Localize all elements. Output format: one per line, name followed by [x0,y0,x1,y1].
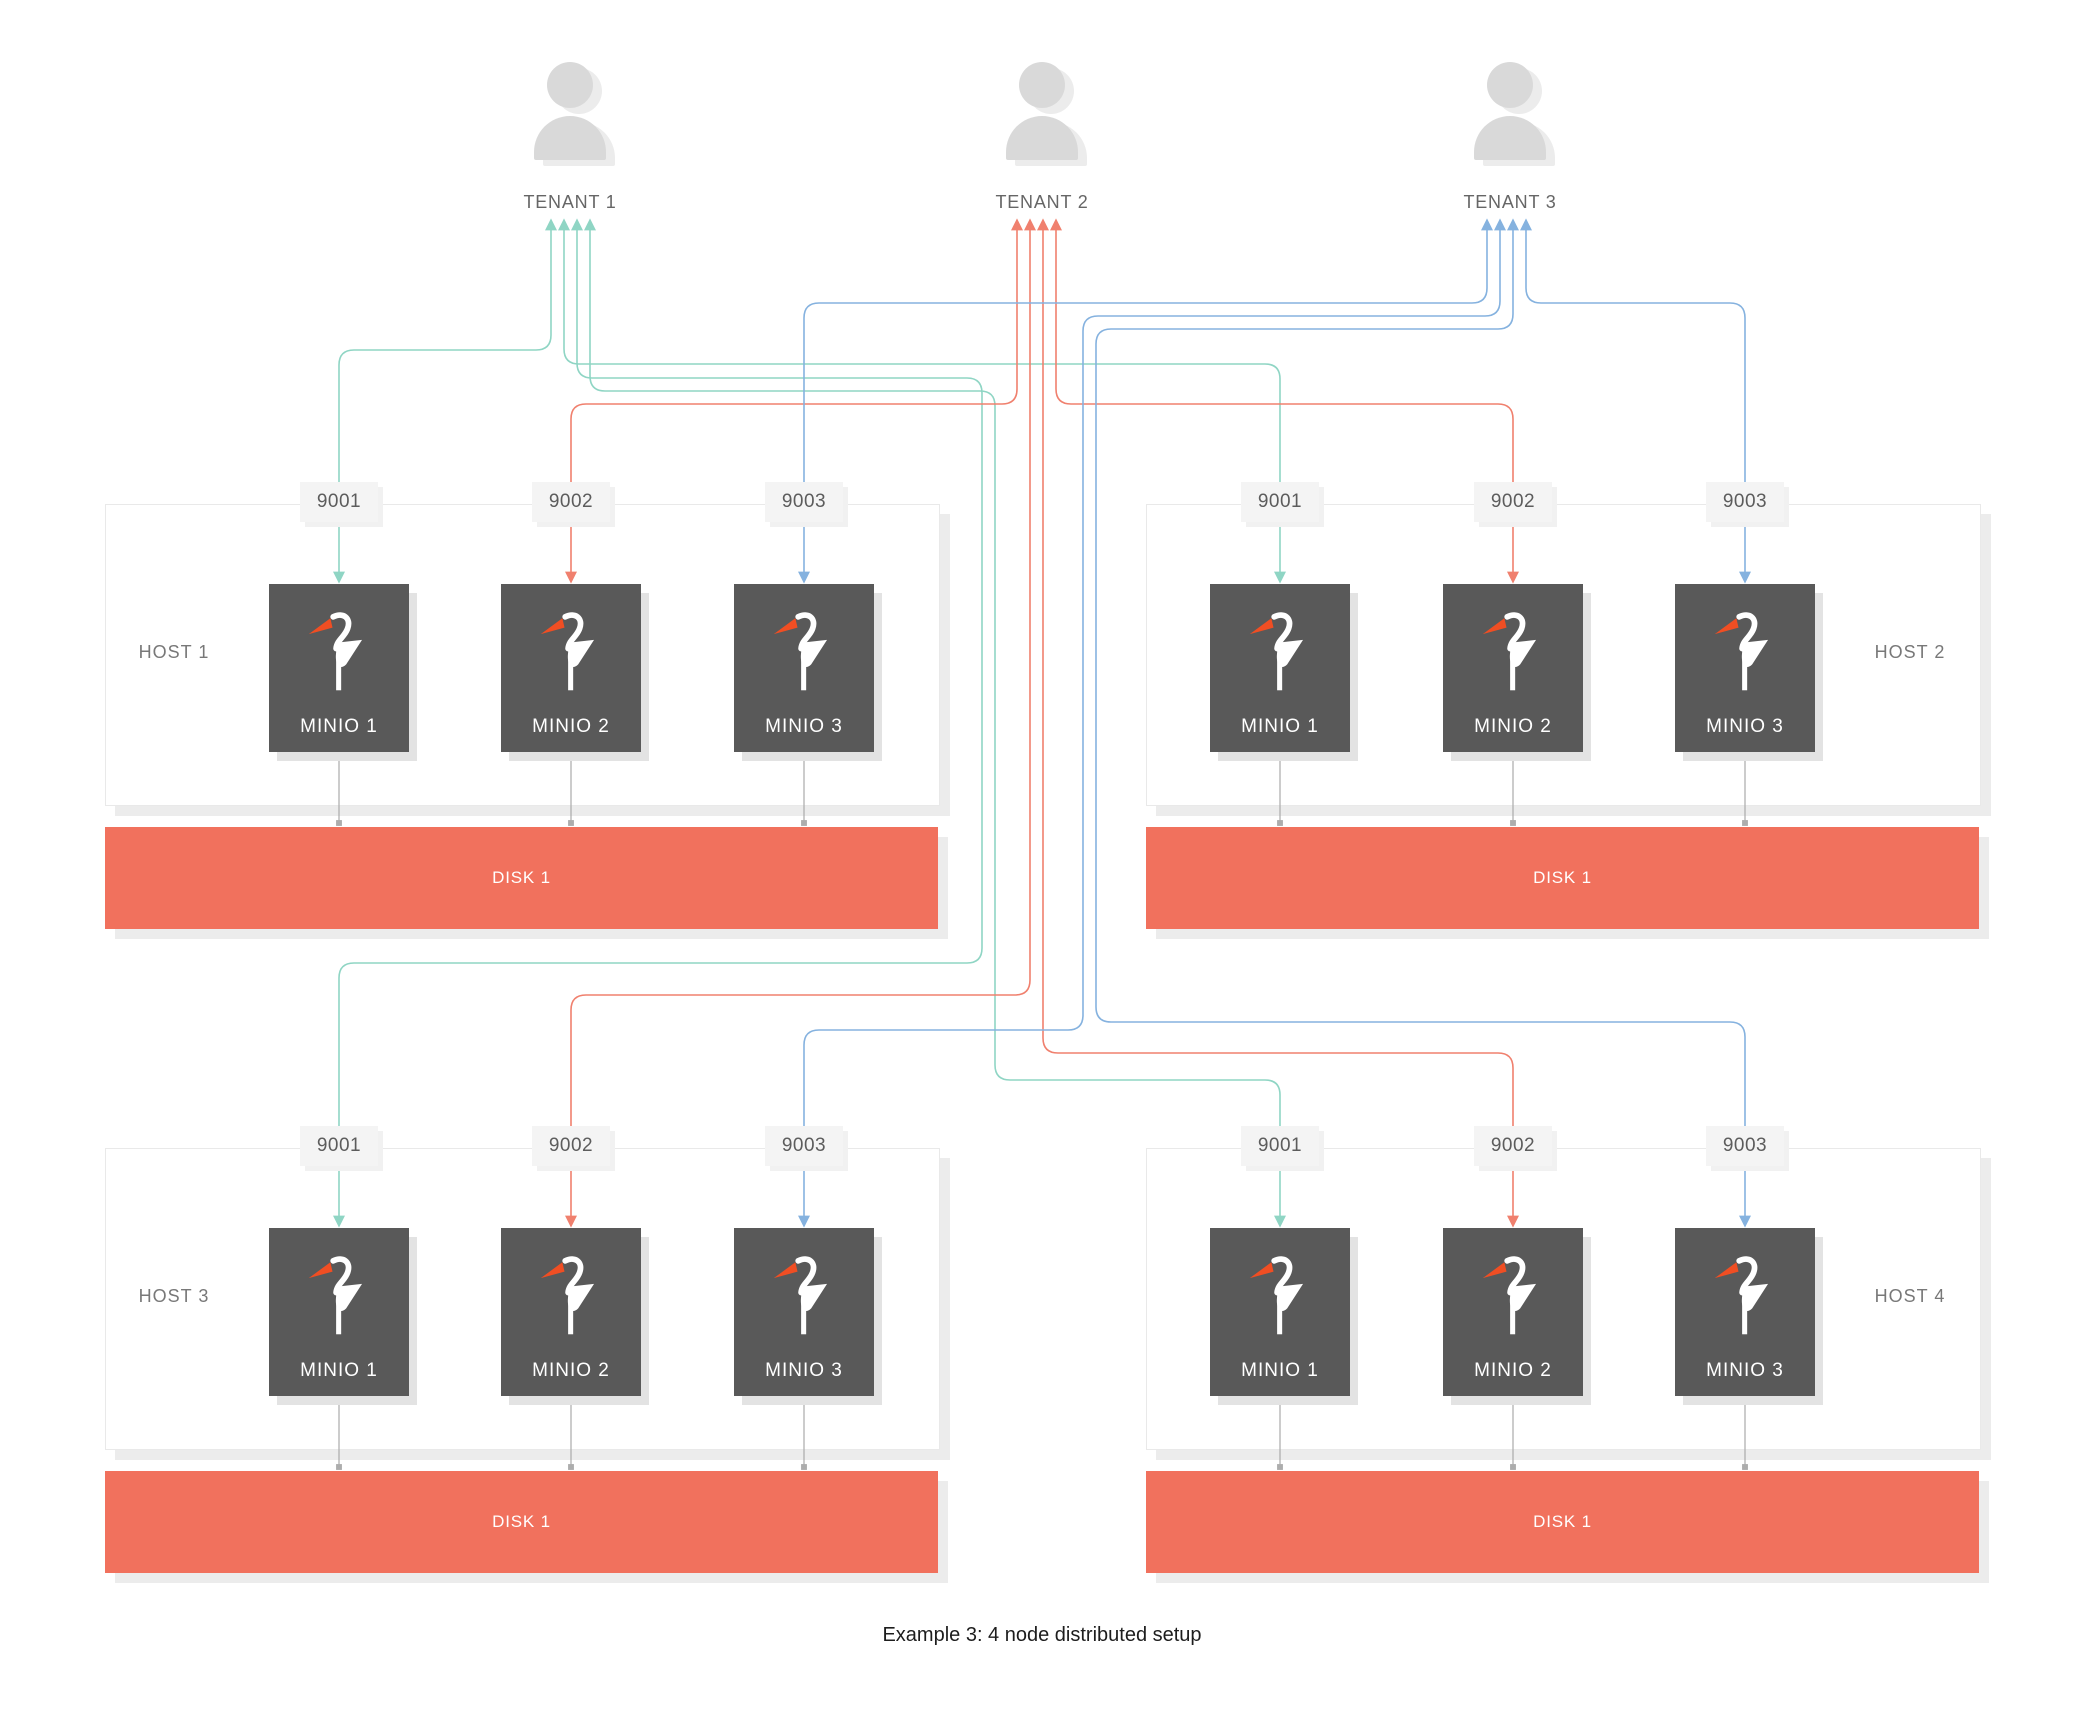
minio-node-label: MINIO 2 [532,1360,610,1381]
disk-label: DISK 1 [1533,1512,1592,1531]
minio-node: MINIO 3 [1675,584,1815,752]
tenant-label: TENANT 3 [1463,192,1557,212]
port-badge: 9001 [1241,1126,1319,1166]
port-badge: 9003 [1706,1126,1784,1166]
minio-node: MINIO 2 [1443,584,1583,752]
minio-stork-logo-icon [303,606,375,704]
link-tenant3-host3-minio3 [798,218,1506,1228]
link-tenant1-host2-minio1 [558,218,1286,584]
minio-node-label: MINIO 2 [1474,716,1552,737]
minio-node-label: MINIO 3 [765,1360,843,1381]
link-tenant3-host2-minio3 [1520,218,1751,584]
host-4-disk: DISK 1 [1146,1471,1979,1573]
person-icon [547,62,593,108]
minio-node: MINIO 3 [734,584,874,752]
minio-stork-logo-icon [1709,1250,1781,1348]
minio-stork-logo-icon [303,1250,375,1348]
minio-node-label: MINIO 2 [532,716,610,737]
minio-node-label: MINIO 1 [300,716,378,737]
minio-stork-logo-icon [1244,1250,1316,1348]
port-badge: 9001 [1241,482,1319,522]
link-tenant1-host1-minio1 [333,218,557,584]
port-badge: 9003 [765,1126,843,1166]
port-badge: 9002 [1474,1126,1552,1166]
minio-stork-logo-icon [1709,606,1781,704]
port-badge: 9003 [1706,482,1784,522]
person-icon [1487,62,1533,108]
minio-stork-logo-icon [1477,1250,1549,1348]
port-badge: 9002 [532,1126,610,1166]
port-badge: 9002 [1474,482,1552,522]
host-1-label: HOST 1 [138,642,210,662]
port-badge: 9001 [300,1126,378,1166]
minio-node-label: MINIO 1 [1241,1360,1319,1381]
link-tenant3-host4-minio3 [1095,218,1751,1228]
link-tenant2-host1-minio2 [565,218,1023,584]
minio-node-label: MINIO 2 [1474,1360,1552,1381]
minio-node-label: MINIO 1 [300,1360,378,1381]
port-badge: 9003 [765,482,843,522]
link-tenant1-host4-minio1 [584,218,1286,1228]
minio-node: MINIO 2 [501,584,641,752]
link-tenant3-host1-minio3 [798,218,1493,584]
minio-stork-logo-icon [1244,606,1316,704]
minio-node: MINIO 1 [1210,584,1350,752]
minio-node: MINIO 2 [501,1228,641,1396]
minio-node-label: MINIO 1 [1241,716,1319,737]
minio-stork-logo-icon [535,606,607,704]
minio-node: MINIO 3 [1675,1228,1815,1396]
link-tenant1-host3-minio1 [333,218,983,1228]
minio-stork-logo-icon [535,1250,607,1348]
disk-label: DISK 1 [492,1512,551,1531]
minio-node: MINIO 1 [269,1228,409,1396]
minio-stork-logo-icon [768,606,840,704]
person-icon [1019,62,1065,108]
diagram-caption: Example 3: 4 node distributed setup [882,1624,1202,1646]
minio-node: MINIO 3 [734,1228,874,1396]
tenant-label: TENANT 1 [523,192,617,212]
minio-node: MINIO 1 [269,584,409,752]
host-4-label: HOST 4 [1874,1286,1946,1306]
minio-node: MINIO 2 [1443,1228,1583,1396]
port-badge: 9002 [532,482,610,522]
host-3-disk: DISK 1 [105,1471,938,1573]
link-tenant2-host2-minio2 [1050,218,1519,584]
tenant-label: TENANT 2 [995,192,1089,212]
minio-stork-logo-icon [768,1250,840,1348]
minio-node: MINIO 1 [1210,1228,1350,1396]
minio-node-label: MINIO 3 [765,716,843,737]
minio-node-label: MINIO 3 [1706,1360,1784,1381]
host-2-label: HOST 2 [1874,642,1946,662]
minio-stork-logo-icon [1477,606,1549,704]
minio-node-label: MINIO 3 [1706,716,1784,737]
port-badge: 9001 [300,482,378,522]
host-3-label: HOST 3 [138,1286,210,1306]
